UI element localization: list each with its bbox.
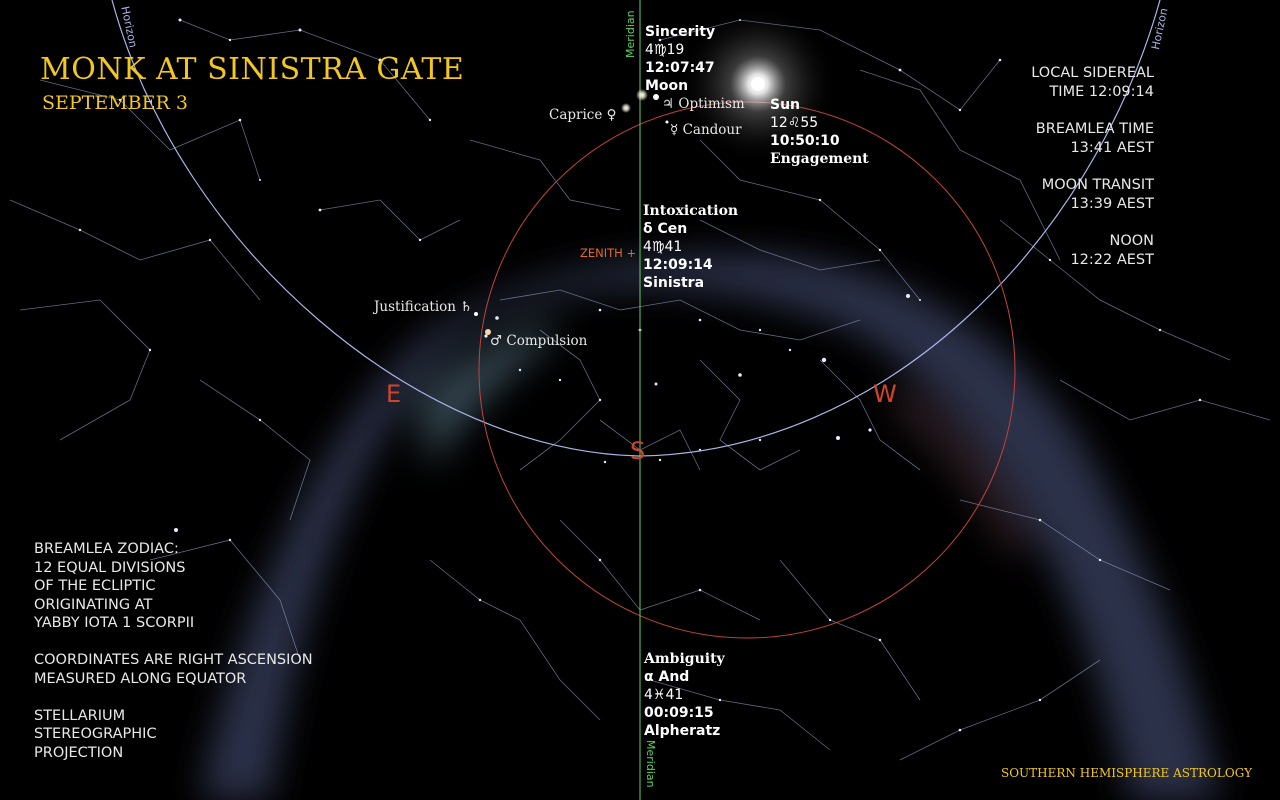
sun-body: Sun	[770, 97, 801, 113]
venus-label: Caprice ♀	[549, 107, 617, 123]
sun-name: Engagement	[770, 151, 869, 167]
note-line: COORDINATES ARE RIGHT ASCENSION	[34, 652, 313, 668]
note-line: STEREOGRAPHIC	[34, 726, 157, 742]
zenith-star-position: 4♍41	[643, 239, 683, 255]
zenith-star-name: Intoxication	[643, 203, 739, 219]
zenith-star-gate: Sinistra	[643, 275, 705, 291]
note-line: OF THE ECLIPTIC	[34, 578, 156, 594]
local-sidereal-time: LOCAL SIDEREAL TIME 12:09:14	[1031, 64, 1154, 101]
info-label: MOON TRANSIT	[1041, 177, 1154, 193]
mars-label: ♂ Compulsion	[490, 333, 588, 349]
sun-label: Sun 12♌55 10:50:10 Engagement	[770, 96, 869, 168]
info-value: 13:41 AEST	[1070, 139, 1154, 156]
moon-label: Sincerity 4♍19 12:07:47 Moon	[645, 23, 715, 95]
nadir-star-ra: 00:09:15	[644, 705, 714, 721]
breamlea-time: BREAMLEA TIME 13:41 AEST	[1036, 120, 1154, 157]
info-value: 12:22 AEST	[1070, 251, 1154, 268]
nadir-star-label: Ambiguity α And 4♓41 00:09:15 Alpheratz	[644, 650, 725, 740]
zenith-star-label: Intoxication δ Cen 4♍41 12:09:14 Sinistr…	[643, 202, 738, 292]
nadir-star-common-name: Alpheratz	[644, 723, 721, 739]
note-line: ORIGINATING AT	[34, 596, 153, 613]
note-line: YABBY IOTA 1 SCORPII	[34, 615, 195, 631]
nadir-star-name: Ambiguity	[644, 651, 725, 667]
nadir-star-position: 4♓41	[644, 687, 684, 703]
info-value: TIME 12:09:14	[1049, 83, 1154, 100]
compass-west: W	[873, 380, 897, 408]
info-label: BREAMLEA TIME	[1035, 121, 1154, 137]
milky-way	[200, 254, 1220, 800]
note-line: STELLARIUM	[34, 707, 126, 724]
info-value: 13:39 AEST	[1070, 195, 1154, 212]
saturn-label: Justification ♄	[374, 299, 473, 315]
moon-dot	[636, 89, 648, 101]
moon-position: 4♍19	[645, 42, 685, 58]
note-line: MEASURED ALONG EQUATOR	[34, 670, 247, 687]
stars	[78, 18, 1202, 732]
note-line: 12 EQUAL DIVISIONS	[34, 559, 186, 576]
moon-transit: MOON TRANSIT 13:39 AEST	[1042, 176, 1154, 213]
info-label: NOON	[1109, 233, 1154, 249]
zenith-star-ra: 12:09:14	[643, 257, 713, 273]
moon-body: Moon	[645, 78, 689, 94]
nadir-star-designation: α And	[644, 669, 690, 685]
page-date: September 3	[42, 92, 188, 114]
zenith-star-designation: δ Cen	[643, 221, 688, 237]
meridian-label-top: Meridian	[624, 10, 637, 58]
sun-position: 12♌55	[770, 115, 819, 131]
notes-panel: BREAMLEA ZODIAC: 12 EQUAL DIVISIONS OF T…	[34, 540, 313, 762]
jupiter-label: ♃ Optimism	[662, 96, 745, 112]
page-title: Monk at Sinistra Gate	[40, 52, 465, 87]
compass-south: S	[630, 437, 646, 465]
meridian-label-bottom: Meridian	[644, 740, 657, 788]
note-line: PROJECTION	[34, 744, 124, 761]
moon-name: Sincerity	[645, 24, 716, 40]
mercury-label: ☿ Candour	[670, 122, 742, 138]
compass-east: E	[386, 380, 402, 408]
moon-ra: 12:07:47	[645, 60, 715, 76]
footer-brand: Southern Hemisphere Astrology	[1001, 766, 1252, 780]
sun-ra: 10:50:10	[770, 133, 840, 149]
note-line: BREAMLEA ZODIAC:	[34, 541, 179, 557]
info-label: LOCAL SIDEREAL	[1031, 65, 1154, 81]
noon-time: NOON 12:22 AEST	[1070, 232, 1154, 269]
zenith-marker: ZENITH +	[580, 246, 637, 260]
